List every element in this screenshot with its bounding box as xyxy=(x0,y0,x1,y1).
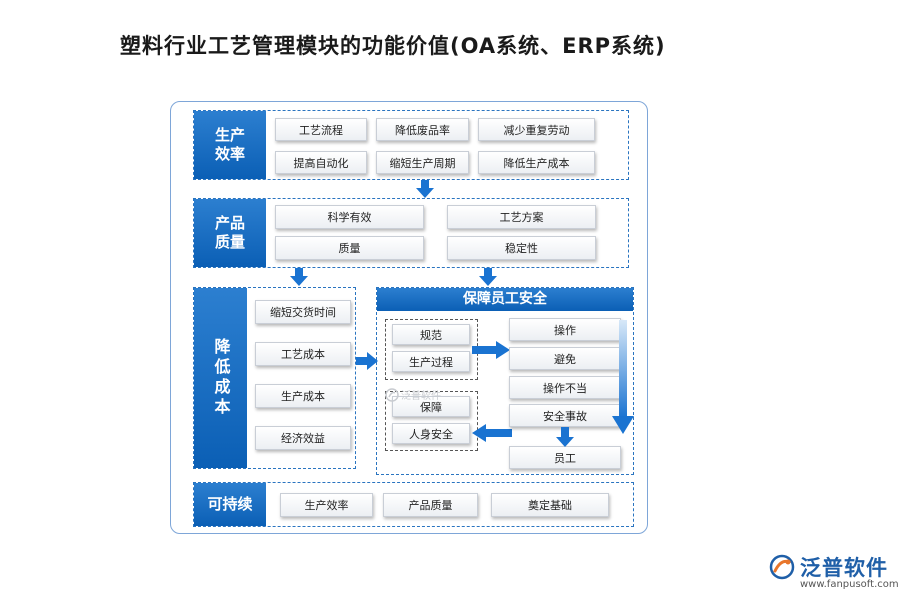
safety-header: 保障员工安全 xyxy=(377,288,633,311)
cost-item: 工艺成本 xyxy=(255,342,351,366)
sustain-item: 产品质量 xyxy=(383,493,478,517)
cost-item: 缩短交货时间 xyxy=(255,300,351,324)
down-arrow-icon xyxy=(416,180,434,198)
page-title: 塑料行业工艺管理模块的功能价值(OA系统、ERP系统) xyxy=(120,34,666,58)
safety-item: 人身安全 xyxy=(392,423,470,444)
efficiency-section xyxy=(193,110,629,180)
safety-item: 操作不当 xyxy=(509,376,621,399)
quality-item: 工艺方案 xyxy=(447,205,596,229)
efficiency-item: 提高自动化 xyxy=(275,151,367,174)
quality-header: 产品 质量 xyxy=(194,199,266,267)
sustain-header: 可持续 xyxy=(194,483,266,526)
right-arrow-icon xyxy=(472,341,510,359)
sustain-section xyxy=(193,482,634,527)
cost-item: 生产成本 xyxy=(255,384,351,408)
down-arrow-icon xyxy=(556,427,574,447)
efficiency-item: 工艺流程 xyxy=(275,118,367,141)
safety-section xyxy=(376,287,634,475)
brand-logo: 泛普软件 xyxy=(768,552,888,582)
safety-left-bottom-group xyxy=(385,391,478,451)
left-arrow-icon xyxy=(472,424,512,442)
safety-item: 操作 xyxy=(509,318,621,341)
quality-item: 质量 xyxy=(275,236,424,260)
cost-header: 降低成本 xyxy=(194,288,247,468)
quality-header-label: 产品 质量 xyxy=(214,214,245,251)
quality-item: 科学有效 xyxy=(275,205,424,229)
safety-item: 生产过程 xyxy=(392,351,470,372)
brand-url: www.fanpusoft.com xyxy=(800,579,899,590)
efficiency-item: 缩短生产周期 xyxy=(376,151,469,174)
down-arrow-icon xyxy=(290,268,308,286)
sustain-header-label: 可持续 xyxy=(207,495,253,514)
down-arrow-icon xyxy=(479,268,497,286)
right-arrow-icon xyxy=(356,352,378,370)
watermark-text: 泛普软件 xyxy=(401,391,441,402)
safety-item: 避免 xyxy=(509,347,621,370)
safety-item: 规范 xyxy=(392,324,470,345)
quality-section xyxy=(193,198,629,268)
safety-item: 保障 xyxy=(392,396,470,417)
watermark-logo-icon xyxy=(385,387,399,402)
efficiency-header: 生产 效率 xyxy=(194,111,266,179)
efficiency-item: 降低废品率 xyxy=(376,118,469,141)
efficiency-item: 降低生产成本 xyxy=(478,151,595,174)
brand-name: 泛普软件 xyxy=(800,556,888,580)
efficiency-item: 减少重复劳动 xyxy=(478,118,595,141)
sustain-item: 生产效率 xyxy=(280,493,373,517)
cost-section xyxy=(193,287,356,469)
sustain-item: 奠定基础 xyxy=(491,493,609,517)
cost-header-label: 降低成本 xyxy=(211,338,231,418)
safety-item: 员工 xyxy=(509,446,621,469)
efficiency-header-label: 生产 效率 xyxy=(214,126,245,163)
safety-item: 安全事故 xyxy=(509,404,621,427)
watermark: 泛普软件 xyxy=(385,387,441,402)
safety-header-label: 保障员工安全 xyxy=(463,290,547,307)
fanpu-logo-icon xyxy=(769,554,795,580)
down-arrow-icon xyxy=(612,320,634,434)
cost-item: 经济效益 xyxy=(255,426,351,450)
quality-item: 稳定性 xyxy=(447,236,596,260)
